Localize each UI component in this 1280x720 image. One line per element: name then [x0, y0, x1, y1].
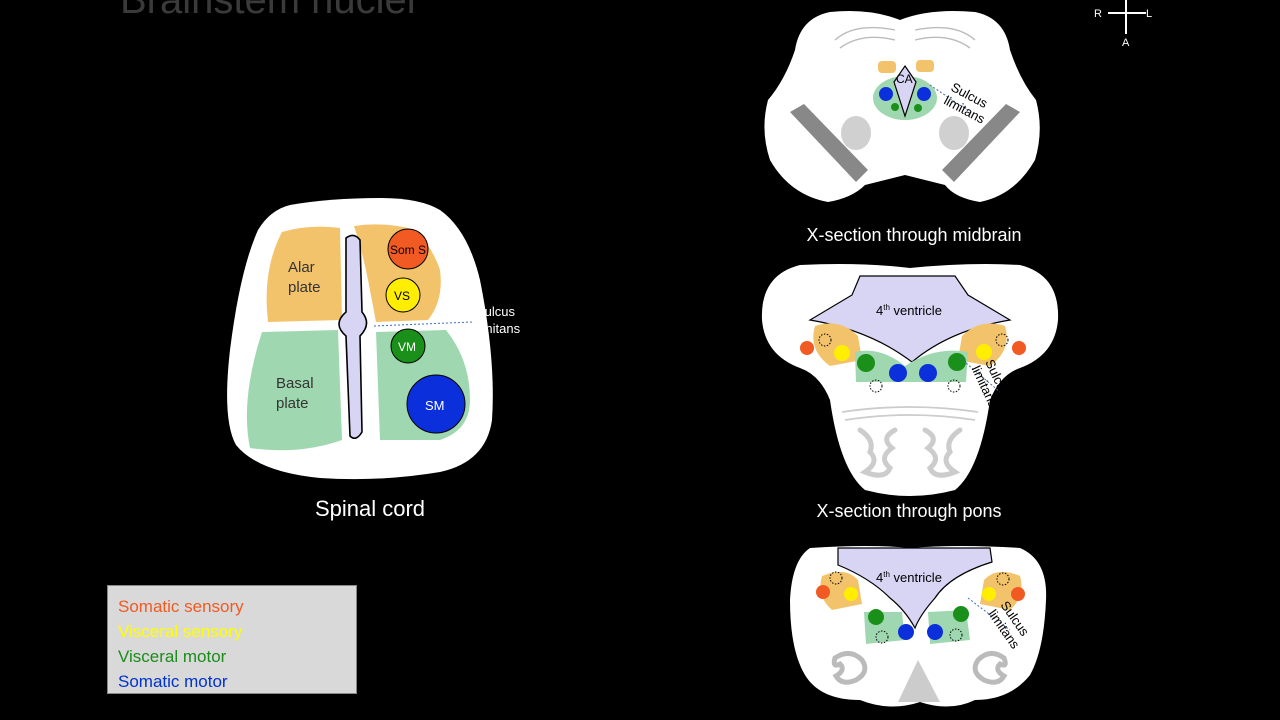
midbrain-visceral-motor-right — [914, 104, 922, 112]
midbrain-peduncle-left — [790, 104, 868, 182]
midbrain-sulcus-limitans-line — [929, 84, 971, 113]
pons-fiber-arc-2 — [844, 414, 976, 421]
pons-basal-region — [855, 350, 968, 382]
sm-label: SM — [425, 398, 445, 413]
midbrain-colliculus-arc-1 — [834, 26, 896, 41]
medulla-dotted-nucleus-left-2 — [875, 630, 889, 644]
vm-label: VM — [398, 340, 416, 354]
medulla-olive-left — [831, 651, 868, 685]
medulla-somatic-sensory-right — [1011, 587, 1025, 601]
legend-item-visceral-motor: Visceral motor — [118, 647, 227, 666]
pons-dotted-nucleus-right-2 — [947, 379, 961, 393]
pons-sulcus-limitans-line — [959, 357, 1001, 393]
pons-ventricle-label: 4th ventricle — [876, 303, 942, 318]
medulla-somatic-sensory-left — [816, 585, 830, 599]
midbrain-substantia-left — [841, 116, 871, 150]
medulla-visceral-sensory-left — [844, 587, 858, 601]
visceral-sensory-nucleus — [385, 277, 421, 313]
midbrain-somatic-motor-left — [879, 87, 893, 101]
medulla-visceral-motor-right — [953, 606, 969, 622]
medulla-diagram: 4th ventricle Sulcuslimitans — [790, 546, 1047, 707]
medulla-somatic-motor-left — [898, 624, 914, 640]
midbrain-peduncle-right — [942, 104, 1020, 182]
pons-dotted-nucleus-right-1 — [995, 333, 1009, 347]
midbrain-visceral-motor-left — [891, 103, 899, 111]
pons-somatic-motor-right — [919, 364, 937, 382]
pons-fiber-arc-1 — [841, 406, 979, 413]
pons-somatic-sensory-left — [800, 341, 814, 355]
pons-visceral-sensory-left — [834, 345, 850, 361]
pons-visceral-sensory-right — [976, 344, 992, 360]
medulla-visceral-sensory-right — [982, 587, 996, 601]
orientation-right-label: R — [1094, 8, 1102, 20]
pons-dotted-nucleus-left-2 — [869, 379, 883, 393]
basal-plate-left — [246, 330, 342, 451]
medulla-olive-right — [972, 651, 1008, 685]
midbrain-caption: X-section through midbrain — [806, 225, 1022, 245]
vs-label: VS — [394, 289, 410, 303]
somatic-motor-nucleus — [406, 374, 466, 434]
medulla-dotted-nucleus-left-1 — [829, 571, 843, 585]
central-canal — [338, 234, 368, 440]
pons-visceral-motor-right — [948, 353, 966, 371]
somatic-sensory-nucleus — [387, 228, 429, 270]
midbrain-cerebral-aqueduct — [893, 64, 917, 118]
midbrain-diagram: CA Sulcuslimitans — [764, 11, 1040, 202]
orientation-indicator: R L A — [1094, 0, 1152, 49]
medulla-dotted-nucleus-right-2 — [949, 628, 963, 642]
page-title: Brainstem nuclei — [120, 0, 416, 22]
midbrain-colliculus-arc-2 — [839, 36, 896, 49]
legend-item-visceral-sensory: Visceral sensory — [118, 622, 243, 641]
pons-somatic-motor-left — [889, 364, 907, 382]
medulla-pyramid-wedge — [898, 660, 940, 702]
medulla-visceral-motor-left — [868, 609, 884, 625]
orientation-left-label: L — [1146, 8, 1152, 20]
medulla-fourth-ventricle — [837, 547, 993, 630]
ca-label: CA — [896, 72, 913, 86]
midbrain-alar-left — [878, 61, 896, 73]
legend-item-somatic-motor: Somatic motor — [118, 672, 228, 691]
legend-item-somatic-sensory: Somatic sensory — [118, 597, 244, 616]
pons-fiber-right — [922, 427, 963, 478]
orientation-anterior-label: A — [1122, 37, 1130, 49]
pons-dotted-nucleus-left-1 — [818, 333, 832, 347]
sulcus-limitans-line — [373, 321, 473, 327]
spinal-cord-caption: Spinal cord — [314, 496, 426, 521]
midbrain-colliculus-arc-4 — [914, 36, 971, 49]
pons-caption: X-section through pons — [816, 501, 1002, 521]
midbrain-substantia-right — [939, 116, 969, 150]
midbrain-somatic-motor-right — [917, 87, 931, 101]
pons-visceral-motor-left — [857, 354, 875, 372]
pons-somatic-sensory-right — [1012, 341, 1026, 355]
midbrain-alar-right — [916, 60, 934, 72]
legend: Somatic sensory Visceral sensory Viscera… — [107, 585, 357, 694]
medulla-dotted-nucleus-right-1 — [996, 572, 1010, 586]
visceral-motor-nucleus — [390, 328, 426, 364]
som-s-label: Som S — [390, 243, 426, 257]
midbrain-colliculus-arc-3 — [914, 26, 976, 41]
pons-fiber-left — [857, 427, 898, 478]
medulla-sulcus-limitans-line — [967, 597, 1011, 631]
medulla-somatic-motor-right — [927, 624, 943, 640]
pons-diagram: 4th ventricle Sulcuslimitans — [761, 264, 1059, 496]
alar-plate-left — [266, 226, 342, 322]
medulla-ventricle-label: 4th ventricle — [876, 570, 942, 585]
